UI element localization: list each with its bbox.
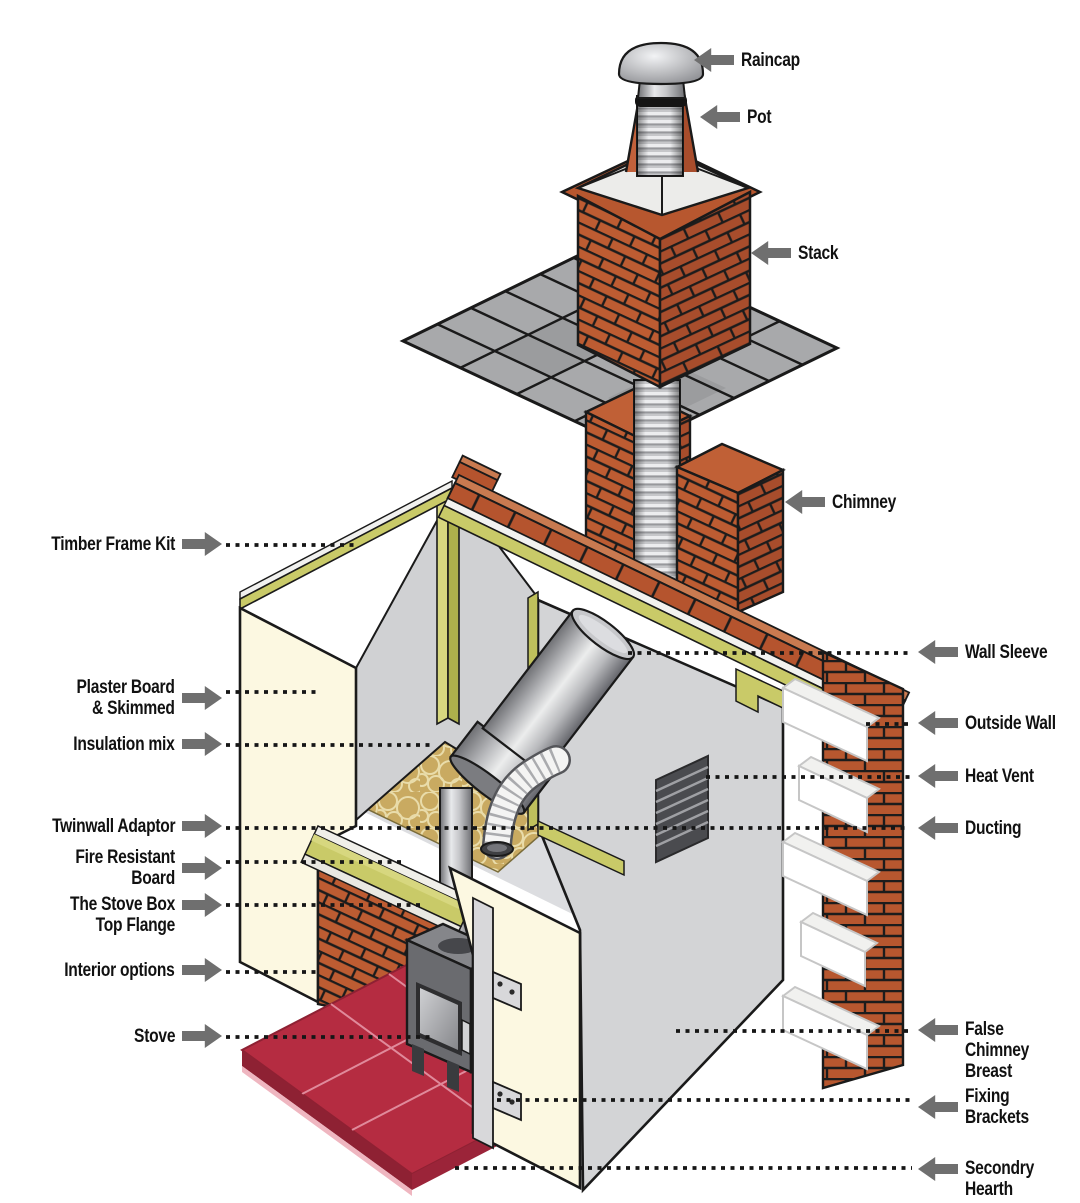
label-text: Secondry Hearth [965, 1158, 1035, 1200]
arrow-right-icon [182, 893, 222, 917]
label-stove: Stove [0, 1023, 222, 1049]
label-text: Heat Vent [965, 765, 1034, 787]
label-insulation-mix: Insulation mix [0, 731, 222, 757]
timber-corner-stud [436, 492, 460, 726]
label-raincap: Raincap [694, 47, 813, 73]
arrow-right-icon [182, 1024, 222, 1048]
timber-frame-top-left-edge [239, 479, 453, 611]
chimney-breast-brick-band [437, 454, 911, 736]
flexible-ducting [480, 745, 571, 860]
arrow-left-icon [918, 816, 958, 840]
label-text: Stack [798, 242, 839, 264]
arrow-left-icon [694, 48, 734, 72]
label-stove-box-top-flange: The Stove Box Top Flange [0, 893, 222, 936]
label-stack: Stack [751, 240, 847, 266]
label-chimney: Chimney [785, 489, 910, 515]
label-false-chimney-breast: False Chimney Breast [918, 1018, 1080, 1082]
arrow-left-icon [785, 490, 825, 514]
label-text: The Stove Box Top Flange [69, 894, 175, 936]
label-text: Stove [133, 1025, 175, 1047]
label-text: Interior options [64, 959, 176, 981]
label-text: Outside Wall [965, 712, 1056, 734]
label-secondry-hearth: Secondry Hearth [918, 1157, 1049, 1200]
arrow-left-icon [700, 105, 740, 129]
label-text: Plaster Board & Skimmed [76, 677, 175, 719]
outside-wall-cutaway [781, 650, 905, 1090]
label-ducting: Ducting [918, 815, 1034, 841]
label-timber-frame-kit: Timber Frame Kit [0, 531, 222, 557]
label-text: Chimney [832, 491, 897, 513]
label-twinwall-adaptor: Twinwall Adaptor [0, 813, 222, 839]
chimney-right-column [674, 442, 786, 614]
label-text: Twinwall Adaptor [51, 815, 176, 837]
arrow-right-icon [182, 732, 222, 756]
arrow-left-icon [918, 640, 958, 664]
raincap [617, 41, 705, 99]
arrow-right-icon [182, 686, 222, 710]
arrow-right-icon [182, 532, 222, 556]
arrow-left-icon [918, 1018, 958, 1042]
inner-block-leaf [781, 677, 881, 1071]
label-pot: Pot [700, 104, 777, 130]
stack [559, 41, 763, 390]
arrow-right-icon [182, 958, 222, 982]
leader-lines [226, 543, 912, 1170]
label-text: Wall Sleeve [965, 641, 1048, 663]
label-text: Timber Frame Kit [51, 533, 175, 555]
heat-vent-grille [655, 754, 709, 864]
label-heat-vent: Heat Vent [918, 763, 1049, 789]
label-text: Fixing Brackets [965, 1086, 1029, 1128]
label-fixing-brackets: Fixing Brackets [918, 1086, 1080, 1128]
arrow-right-icon [182, 814, 222, 838]
label-text: Insulation mix [73, 733, 176, 755]
arrow-left-icon [918, 1095, 958, 1119]
label-fire-resistant-board: Fire Resistant Board [0, 847, 222, 889]
arrow-left-icon [918, 1157, 958, 1181]
arrow-left-icon [918, 764, 958, 788]
arrow-right-icon [182, 856, 222, 880]
label-text: Raincap [741, 49, 800, 71]
pot-liner [636, 95, 684, 177]
arrow-left-icon [918, 711, 958, 735]
label-interior-options: Interior options [0, 957, 222, 983]
label-text: Ducting [965, 817, 1022, 839]
label-text: Pot [747, 106, 772, 128]
label-wall-sleeve: Wall Sleeve [918, 639, 1066, 665]
label-outside-wall: Outside Wall [918, 710, 1076, 736]
flue-liner [633, 379, 681, 593]
label-text: Fire Resistant Board [75, 847, 175, 889]
arrow-left-icon [751, 241, 791, 265]
stove-handle [461, 1018, 471, 1056]
label-plaster-board: Plaster Board & Skimmed [0, 677, 222, 719]
label-text: False Chimney Breast [965, 1019, 1030, 1082]
